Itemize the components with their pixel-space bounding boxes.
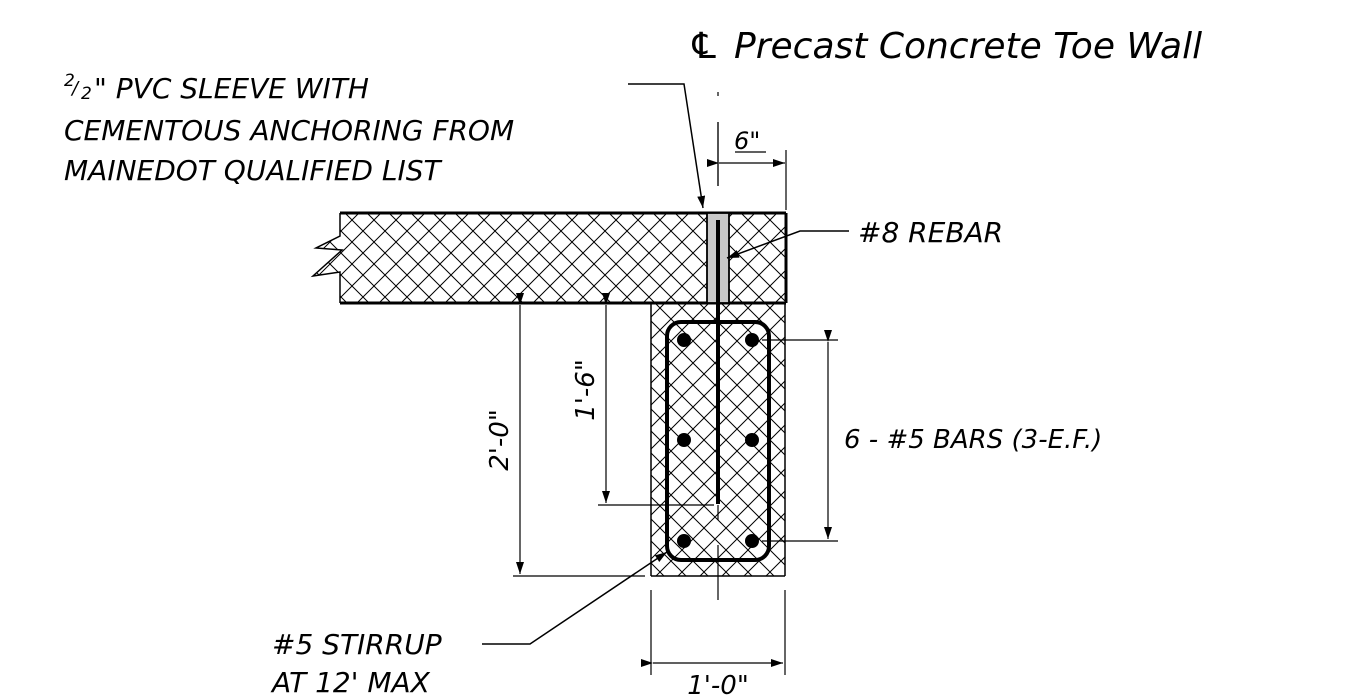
title: ℄ Precast Concrete Toe Wall xyxy=(688,26,1202,67)
dim-rebar-embed-label: 1'-6" xyxy=(571,359,601,421)
bar xyxy=(677,433,691,447)
bar xyxy=(745,433,759,447)
rebar-callout: #8 REBAR xyxy=(726,216,1003,259)
svg-text:#5 STIRRUP: #5 STIRRUP xyxy=(272,628,442,661)
dim-total-depth xyxy=(513,293,645,577)
dim-wall-width xyxy=(641,590,786,675)
bars-5 xyxy=(677,333,759,548)
bar xyxy=(677,534,691,548)
dim-edge-offset xyxy=(707,122,787,210)
dim-edge-offset-label: 6" xyxy=(734,127,760,155)
slab-break-line xyxy=(310,213,344,303)
bar xyxy=(677,333,691,347)
centerline-symbol: ℄ xyxy=(688,26,720,67)
bars-callout: 6 - #5 BARS (3-E.F.) xyxy=(844,425,1102,455)
svg-text:AT 12' MAX: AT 12' MAX xyxy=(270,666,431,699)
stirrup-callout: #5 STIRRUP AT 12' MAX xyxy=(270,551,668,699)
svg-text:CEMENTOUS ANCHORING FROM: CEMENTOUS ANCHORING FROM xyxy=(64,114,514,147)
svg-text:2: 2 xyxy=(64,71,75,91)
dim-rebar-embed xyxy=(598,293,714,506)
svg-text:MAINEDOT QUALIFIED LIST: MAINEDOT QUALIFIED LIST xyxy=(64,154,443,187)
svg-text:/: / xyxy=(70,78,80,99)
title-text: Precast Concrete Toe Wall xyxy=(734,26,1202,67)
svg-text:2: 2 xyxy=(81,84,92,104)
bar xyxy=(745,333,759,347)
svg-text:#8 REBAR: #8 REBAR xyxy=(858,216,1003,249)
dim-bars-extent xyxy=(762,330,838,542)
dim-wall-width-label: 1'-0" xyxy=(687,671,749,699)
bar xyxy=(745,534,759,548)
svg-text:" PVC SLEEVE WITH: " PVC SLEEVE WITH xyxy=(94,72,369,105)
pvc-sleeve-callout: 2 / 2 " PVC SLEEVE WITH CEMENTOUS ANCHOR… xyxy=(64,71,706,209)
dim-total-depth-label: 2'-0" xyxy=(485,409,515,471)
